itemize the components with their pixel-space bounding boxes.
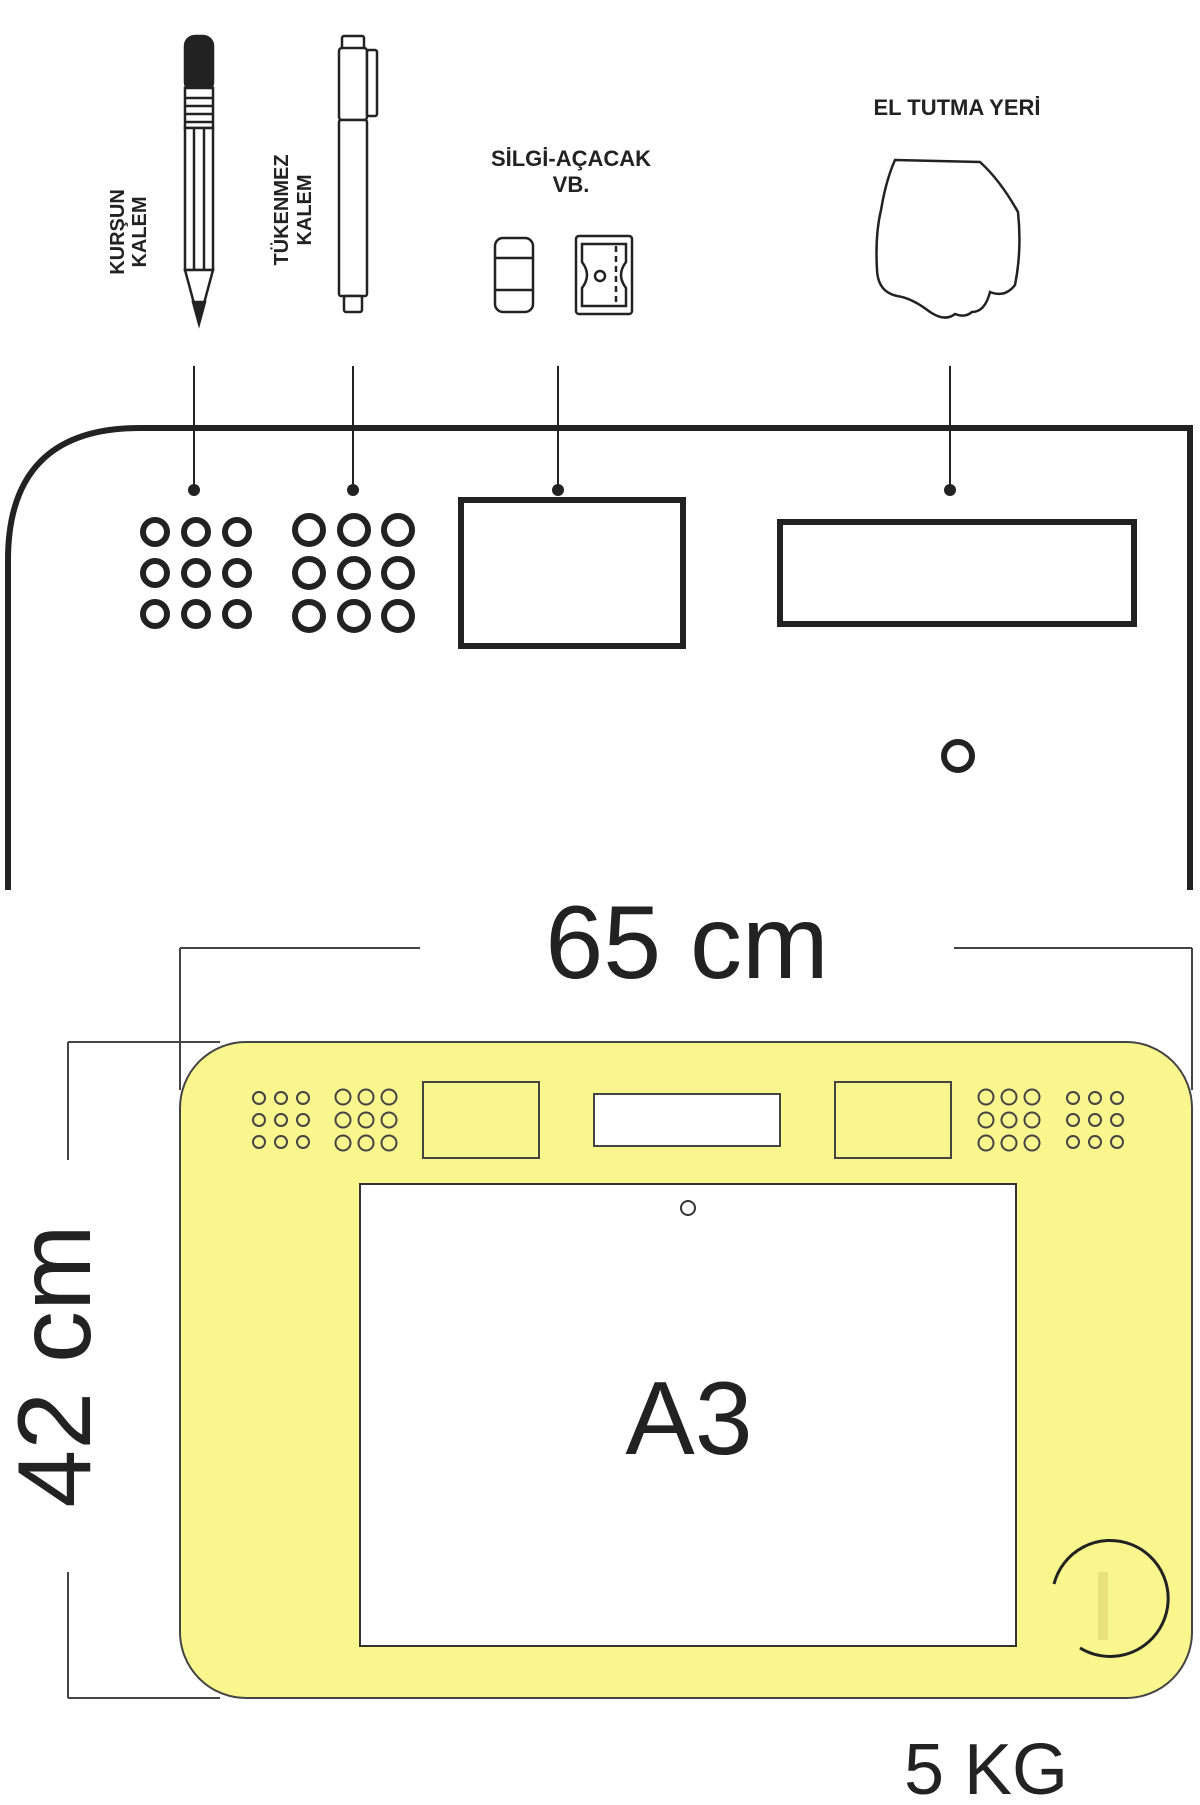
pencil-label: KURŞUN KALEM	[107, 189, 151, 275]
hanging-hole	[941, 739, 975, 773]
board-top-outline	[5, 425, 1193, 890]
sharpener-icon	[574, 234, 634, 316]
left-pen-holes	[334, 1088, 398, 1152]
eraser-icon	[493, 236, 535, 314]
hand-icon	[875, 158, 1021, 319]
board-front-view: A3	[179, 1041, 1193, 1699]
a3-paper-area	[359, 1183, 1017, 1647]
round-holder-icon	[1052, 1538, 1170, 1658]
eraser-slot	[458, 497, 686, 649]
eraser-label: SİLGİ-AÇACAK VB.	[491, 146, 651, 197]
height-label: 42 cm	[0, 1224, 113, 1507]
eraser-label-line-2: VB.	[553, 172, 590, 197]
pencil-label-line-2: KALEM	[129, 196, 151, 267]
left-eraser-slot	[422, 1081, 540, 1159]
board-hanging-hole	[680, 1200, 696, 1216]
top-detail-view: KURŞUN KALEM TÜKENMEZ KALEM SİLGİ-AÇACAK…	[5, 34, 1193, 890]
width-label: 65 cm	[545, 885, 828, 1001]
pen-label-line-1: TÜKENMEZ	[270, 154, 293, 265]
left-pencil-holes	[252, 1091, 310, 1149]
pencil-label-line-1: KURŞUN	[107, 189, 129, 275]
right-pencil-holes	[1066, 1091, 1124, 1149]
a3-label: A3	[625, 1361, 752, 1477]
right-eraser-slot	[834, 1081, 952, 1159]
weight-label: 5 KG	[904, 1730, 1068, 1800]
right-pen-holes	[977, 1088, 1041, 1152]
pen-holes	[292, 513, 415, 633]
handle-cutout	[593, 1093, 781, 1147]
width-dimension: 65 cm	[179, 885, 1193, 1090]
pencil-icon	[183, 34, 215, 329]
pen-label-line-2: KALEM	[294, 174, 316, 245]
handle-label: EL TUTMA YERİ	[873, 95, 1040, 120]
pencil-holes	[140, 517, 252, 629]
eraser-label-line-1: SİLGİ-AÇACAK	[491, 146, 651, 171]
height-dimension: 42 cm	[0, 1041, 220, 1699]
pen-label: TÜKENMEZ KALEM	[270, 154, 316, 265]
handle-slot	[777, 519, 1137, 627]
leader-dots	[188, 484, 956, 496]
pen-icon	[337, 34, 379, 314]
